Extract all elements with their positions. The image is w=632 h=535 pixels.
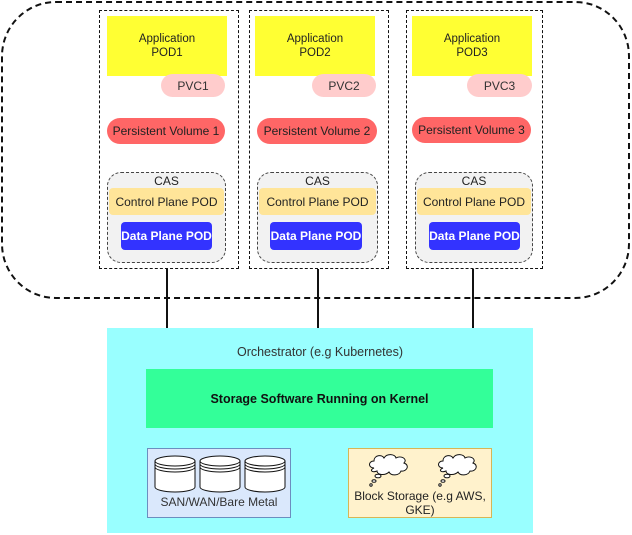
app-pod-label-line1: Application [138, 33, 196, 45]
control-plane-pod-2[interactable]: Control Plane POD [259, 188, 376, 215]
block-storage-label-line2: GKE) [405, 503, 435, 517]
control-plane-pod-1[interactable]: Control Plane POD [109, 188, 224, 215]
cloud-icons [369, 454, 477, 487]
pvc-1[interactable]: PVC1 [161, 74, 225, 97]
block-storage-box[interactable] [348, 448, 492, 518]
cloud-icon [369, 454, 408, 487]
app-pod-label-line2: POD2 [299, 47, 331, 59]
pod-group-3 [406, 10, 543, 269]
block-storage-label-line1: Block Storage (e.g AWS, [354, 489, 486, 503]
cas-label-2: CAS [305, 174, 330, 188]
pod-group-2 [249, 10, 389, 269]
san-label: SAN/WAN/Bare Metal [160, 495, 278, 509]
cas-label-3: CAS [461, 174, 487, 188]
cluster-boundary [1, 1, 630, 299]
control-plane-pod-3[interactable]: Control Plane POD [417, 188, 531, 215]
pvc-2[interactable]: PVC2 [312, 74, 376, 97]
connector-3 [472, 269, 474, 328]
application-pod-2[interactable]: Application POD2 [255, 16, 375, 76]
application-pod-1[interactable]: Application POD1 [107, 16, 227, 76]
orchestrator-label: Orchestrator (e.g Kubernetes) [236, 345, 404, 359]
app-pod-label-line2: POD1 [151, 47, 183, 59]
connector-2 [317, 269, 319, 328]
pod-group-1 [99, 10, 239, 269]
persistent-volume-2[interactable]: Persistent Volume 2 [257, 118, 377, 144]
persistent-volume-3[interactable]: Persistent Volume 3 [412, 117, 531, 143]
data-plane-pod-2[interactable]: Data Plane POD [270, 222, 362, 250]
disk-cylinder-icon [154, 455, 196, 493]
app-pod-label-line1: Application [286, 33, 344, 45]
data-plane-pod-1[interactable]: Data Plane POD [121, 222, 212, 250]
connector-1 [166, 269, 168, 328]
disk-cylinder-icon [199, 455, 241, 493]
cloud-icon [438, 454, 477, 487]
app-pod-label-line2: POD3 [456, 47, 488, 59]
disk-icons [154, 455, 286, 493]
app-pod-label-line1: Application [443, 33, 501, 45]
persistent-volume-1[interactable]: Persistent Volume 1 [107, 118, 225, 144]
pvc-3[interactable]: PVC3 [467, 74, 532, 97]
data-plane-pod-3[interactable]: Data Plane POD [429, 222, 520, 250]
application-pod-3[interactable]: Application POD3 [412, 16, 532, 76]
block-storage-label: Block Storage (e.g AWS, GKE) [348, 489, 492, 517]
storage-software-kernel[interactable]: Storage Software Running on Kernel [146, 369, 493, 428]
cas-label-1: CAS [154, 174, 179, 188]
disk-cylinder-icon [244, 455, 286, 493]
